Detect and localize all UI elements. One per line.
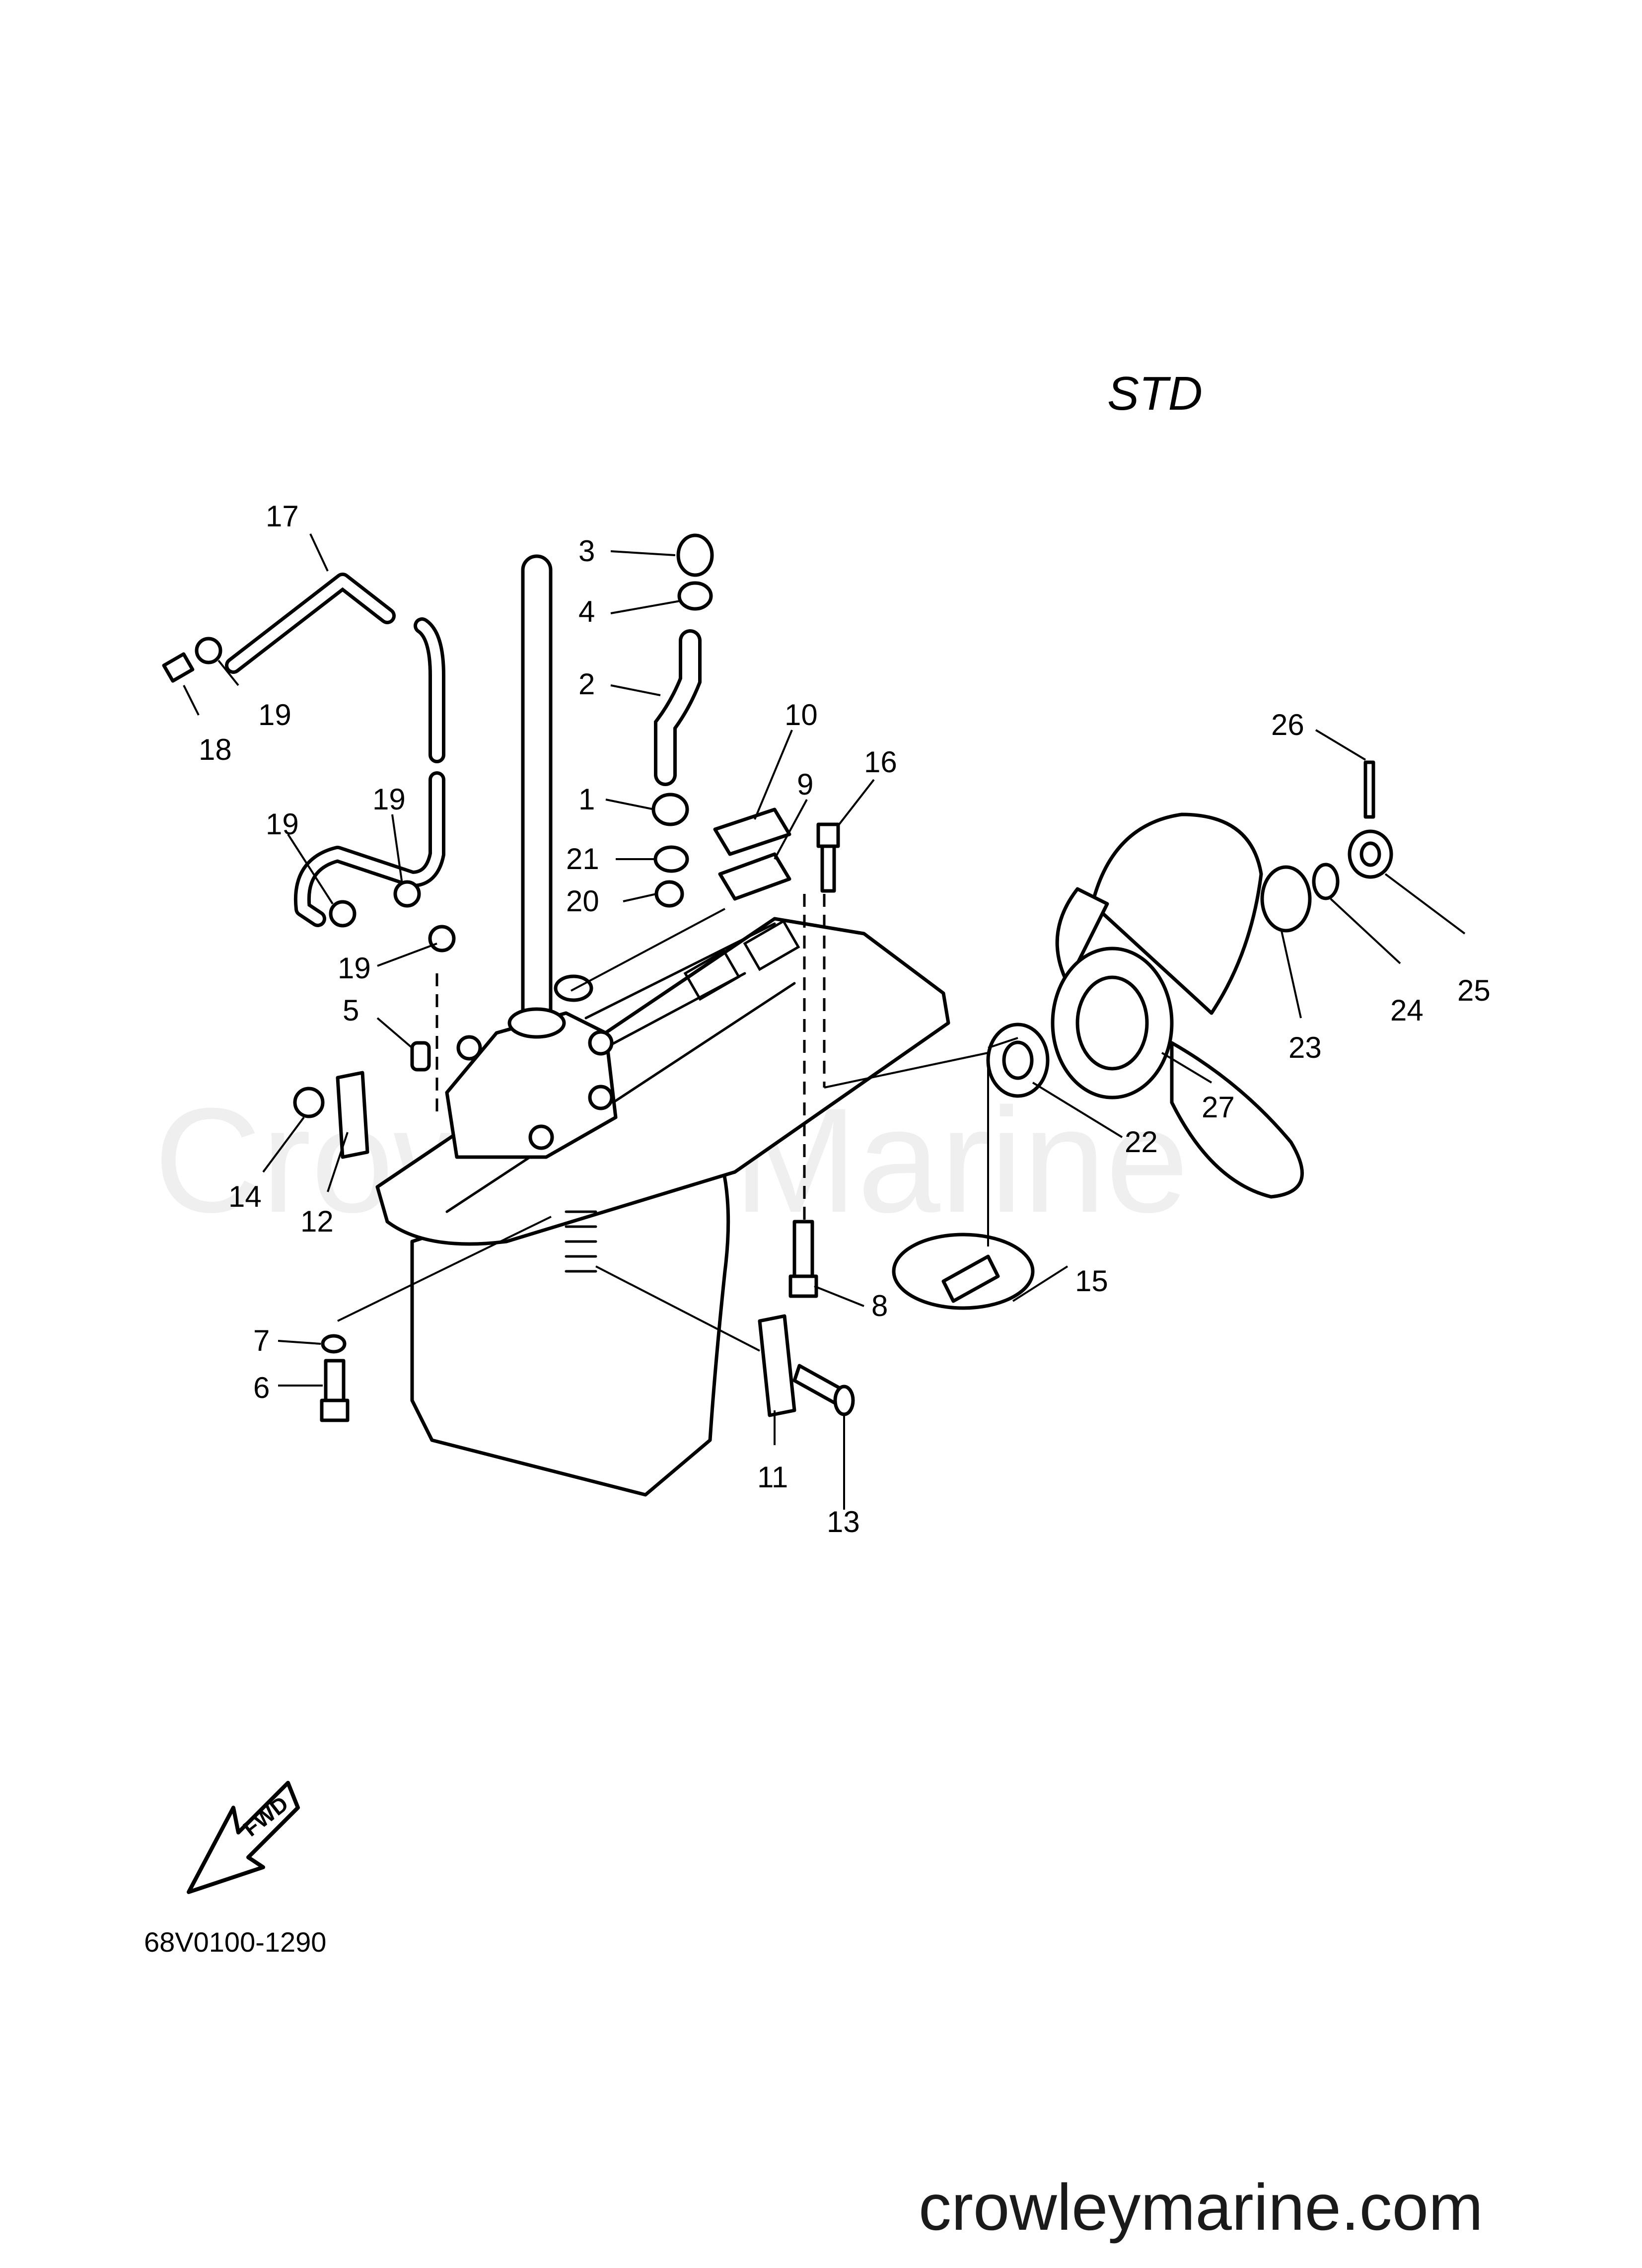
callout-5: 5 xyxy=(343,994,359,1027)
callout-1: 1 xyxy=(578,783,595,816)
callout-11: 11 xyxy=(757,1461,788,1494)
callout-13: 13 xyxy=(827,1505,860,1538)
callout-19-b: 19 xyxy=(266,807,299,841)
pin-5 xyxy=(410,1041,431,1072)
washer-24 xyxy=(1312,863,1340,900)
callout-25: 25 xyxy=(1457,974,1491,1007)
nut-14 xyxy=(293,1087,325,1118)
callout-23: 23 xyxy=(1288,1031,1322,1064)
cotter-pin-26 xyxy=(1363,760,1375,819)
screw-13 xyxy=(792,1364,855,1416)
washer-7 xyxy=(321,1334,347,1354)
spacer-23 xyxy=(1260,865,1312,933)
grommet-1 xyxy=(651,793,689,826)
callout-4: 4 xyxy=(578,595,595,628)
grommet-3 xyxy=(676,533,714,577)
anode-12 xyxy=(336,1071,369,1159)
callout-8: 8 xyxy=(871,1289,888,1322)
bolt-8 xyxy=(788,1220,818,1298)
trim-tab-11 xyxy=(758,1314,796,1417)
callout-20: 20 xyxy=(566,884,599,918)
site-footer: crowleymarine.com xyxy=(919,2171,1483,2244)
leaders xyxy=(183,533,1466,1510)
bolt-6 xyxy=(320,1359,350,1422)
rubber-10 xyxy=(713,807,791,856)
clamp-19-b xyxy=(329,900,357,928)
tube-2 xyxy=(654,629,702,786)
seal-4 xyxy=(677,581,713,611)
callout-17: 17 xyxy=(266,500,299,533)
anode-15 xyxy=(892,1233,1035,1310)
nut-25 xyxy=(1348,829,1393,879)
rubber-9 xyxy=(718,852,791,901)
callout-18: 18 xyxy=(199,733,232,766)
callout-15: 15 xyxy=(1075,1264,1108,1298)
callout-3: 3 xyxy=(578,534,595,568)
part-code: 68V0100-1290 xyxy=(144,1926,326,1958)
callout-26: 26 xyxy=(1271,708,1304,741)
clamp-19-c xyxy=(393,880,421,908)
callout-14: 14 xyxy=(228,1180,262,1213)
callout-22: 22 xyxy=(1125,1125,1158,1159)
callout-labels: 3 4 2 1 21 20 10 9 16 17 19 18 19 19 19 … xyxy=(199,500,1491,1538)
bolt-16 xyxy=(816,822,840,893)
clamp-19-a xyxy=(195,637,222,664)
callout-6: 6 xyxy=(253,1371,270,1404)
hose-17 xyxy=(225,573,445,927)
clamp-19-d xyxy=(428,925,456,952)
callout-27: 27 xyxy=(1202,1091,1235,1124)
callout-24: 24 xyxy=(1390,994,1424,1027)
variant-label: STD xyxy=(1107,367,1203,420)
callout-9: 9 xyxy=(797,768,813,801)
fwd-arrow-icon: FWD xyxy=(187,1781,300,1894)
propeller-27 xyxy=(1051,812,1304,1199)
callout-10: 10 xyxy=(785,698,818,732)
callout-12: 12 xyxy=(300,1205,334,1238)
callout-16: 16 xyxy=(864,745,897,779)
collar-20 xyxy=(654,880,684,908)
fitting-18 xyxy=(162,652,195,683)
callout-7: 7 xyxy=(253,1324,270,1357)
seal-21 xyxy=(653,845,689,873)
callout-21: 21 xyxy=(566,842,599,876)
callout-19-a: 19 xyxy=(258,698,291,732)
callout-2: 2 xyxy=(578,667,595,701)
callout-19-d: 19 xyxy=(338,951,371,985)
callout-19-c: 19 xyxy=(372,783,406,816)
lower-casing xyxy=(375,554,950,1497)
